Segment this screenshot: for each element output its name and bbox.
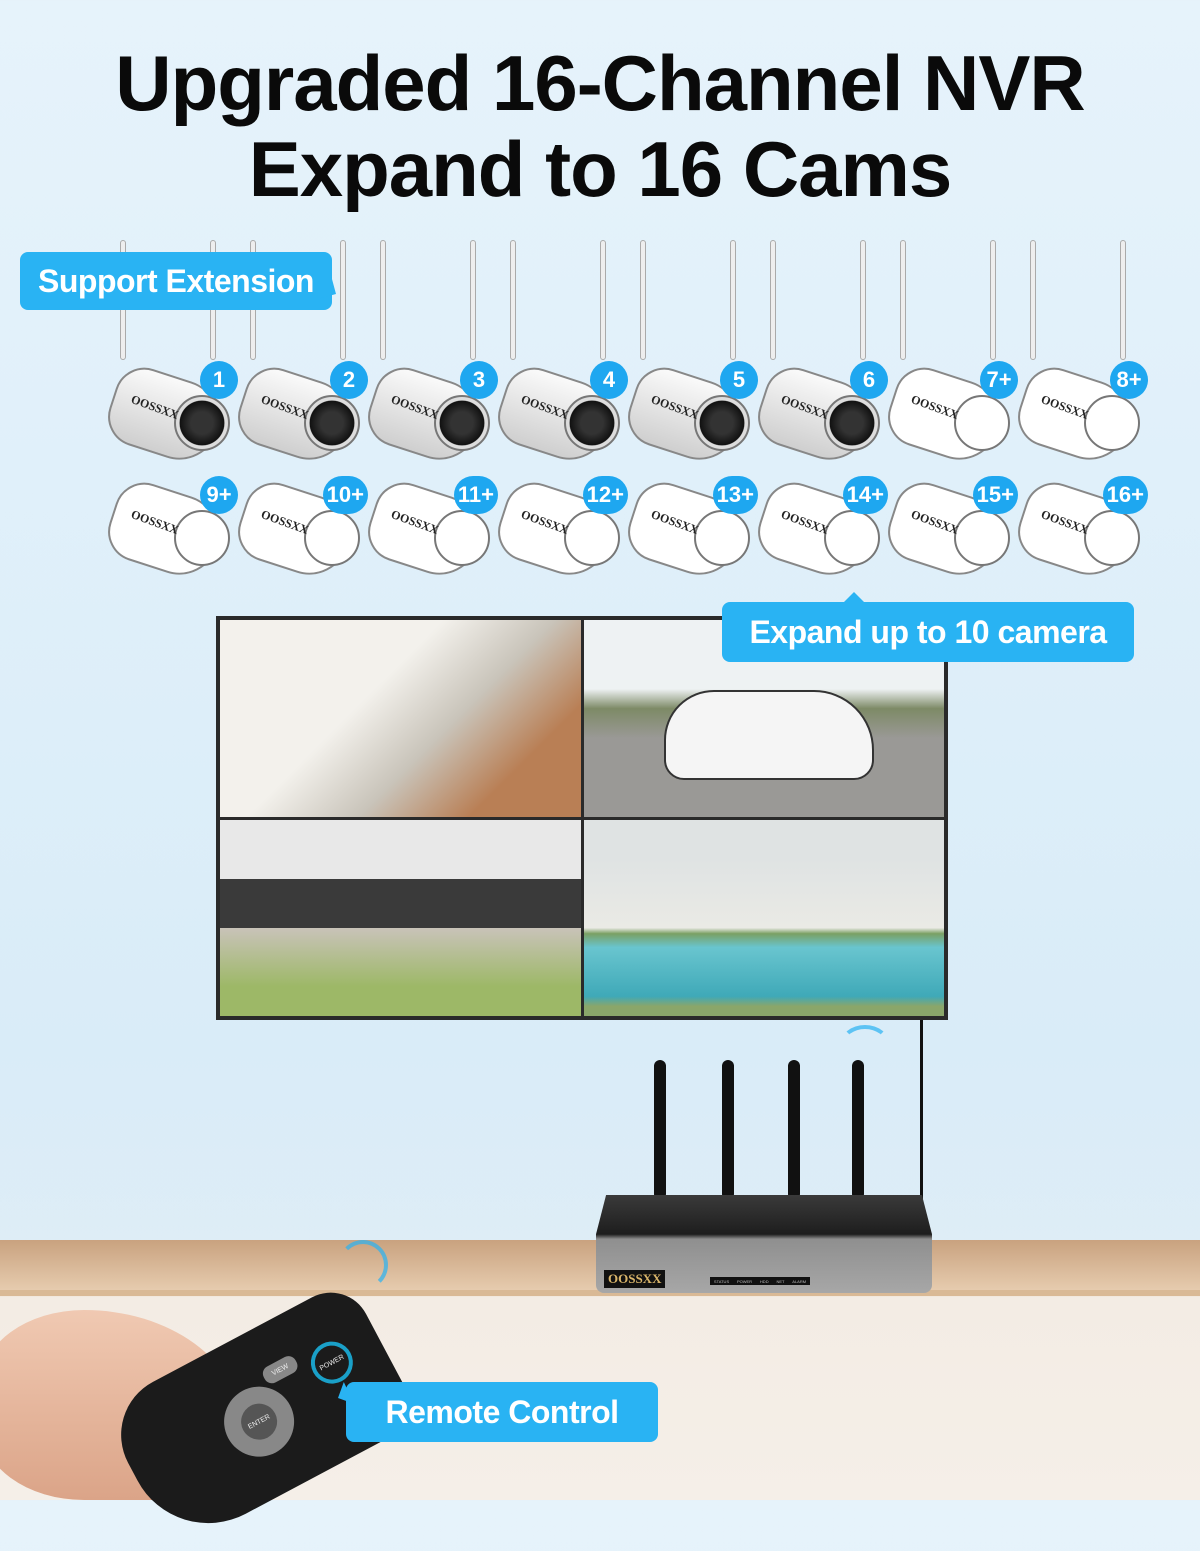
camera-antenna <box>510 240 516 360</box>
camera-number-badge: 14+ <box>842 476 888 514</box>
camera-number-badge: 4 <box>590 361 628 399</box>
camera-antenna <box>640 240 646 360</box>
camera-lens <box>954 510 1010 566</box>
nvr-antenna <box>722 1060 734 1200</box>
headline-line1: Upgraded 16-Channel NVR <box>115 39 1085 127</box>
wireless-signal-icon <box>840 1025 890 1065</box>
power-label: POWER <box>736 1278 753 1284</box>
hdmi-cable <box>915 1020 923 1210</box>
camera-antenna <box>900 240 906 360</box>
camera-antenna <box>730 240 736 360</box>
power-button: POWER <box>308 1339 355 1386</box>
feed-patio-family <box>220 819 581 1016</box>
camera-antenna <box>1120 240 1126 360</box>
camera-antenna <box>770 240 776 360</box>
feed-pool <box>583 819 944 1016</box>
enter-button: ENTER <box>234 1397 284 1447</box>
camera-antenna <box>1030 240 1036 360</box>
support-extension-callout: Support Extension <box>20 252 332 310</box>
nvr-antenna <box>654 1060 666 1200</box>
nvr-antenna <box>852 1060 864 1200</box>
hdd-label: HDD <box>759 1278 769 1284</box>
camera-lens <box>434 395 490 451</box>
camera-lens <box>1084 395 1140 451</box>
camera-lens <box>174 395 230 451</box>
feed-house-interior <box>220 620 581 817</box>
dpad: ENTER <box>211 1374 307 1470</box>
camera-lens <box>434 510 490 566</box>
tv-monitor <box>216 616 948 1020</box>
camera-lens <box>304 510 360 566</box>
camera-antenna <box>600 240 606 360</box>
headline-line2: Expand to 16 Cams <box>248 125 953 213</box>
nvr-status-panel: STATUS POWER HDD NET ALARM <box>710 1277 810 1285</box>
camera-lens <box>694 510 750 566</box>
camera-number-badge: 15+ <box>972 476 1018 514</box>
camera-number-badge: 12+ <box>582 476 628 514</box>
camera-antenna <box>860 240 866 360</box>
view-button: VIEW <box>260 1353 301 1387</box>
camera-number-badge: 9+ <box>200 476 238 514</box>
camera-lens <box>824 510 880 566</box>
camera-lens <box>694 395 750 451</box>
camera-number-badge: 6 <box>850 361 888 399</box>
remote-control-callout: Remote Control <box>346 1382 658 1442</box>
camera-number-badge: 8+ <box>1110 361 1148 399</box>
camera-lens <box>174 510 230 566</box>
camera-number-badge: 7+ <box>980 361 1018 399</box>
nvr-antenna <box>788 1060 800 1200</box>
alarm-label: ALARM <box>792 1278 807 1284</box>
camera-number-badge: 1 <box>200 361 238 399</box>
camera-number-badge: 3 <box>460 361 498 399</box>
camera-antenna <box>470 240 476 360</box>
net-label: NET <box>776 1278 785 1284</box>
camera-lens <box>564 395 620 451</box>
camera-number-badge: 5 <box>720 361 758 399</box>
camera-lens <box>564 510 620 566</box>
status-label: STATUS <box>713 1278 730 1284</box>
camera-number-badge: 11+ <box>453 476 498 514</box>
camera-lens <box>824 395 880 451</box>
camera-number-badge: 2 <box>330 361 368 399</box>
camera-antenna <box>380 240 386 360</box>
camera-number-badge: 10+ <box>322 476 368 514</box>
nvr-brand-logo: OOSSXX <box>604 1270 666 1288</box>
camera-number-badge: 13+ <box>712 476 758 514</box>
wireless-signal-icon <box>338 1240 388 1290</box>
camera-antenna <box>990 240 996 360</box>
camera-lens <box>954 395 1010 451</box>
expand-callout: Expand up to 10 camera <box>722 592 1134 662</box>
camera-lens <box>304 395 360 451</box>
camera-lens <box>1084 510 1140 566</box>
camera-number-badge: 16+ <box>1102 476 1148 514</box>
